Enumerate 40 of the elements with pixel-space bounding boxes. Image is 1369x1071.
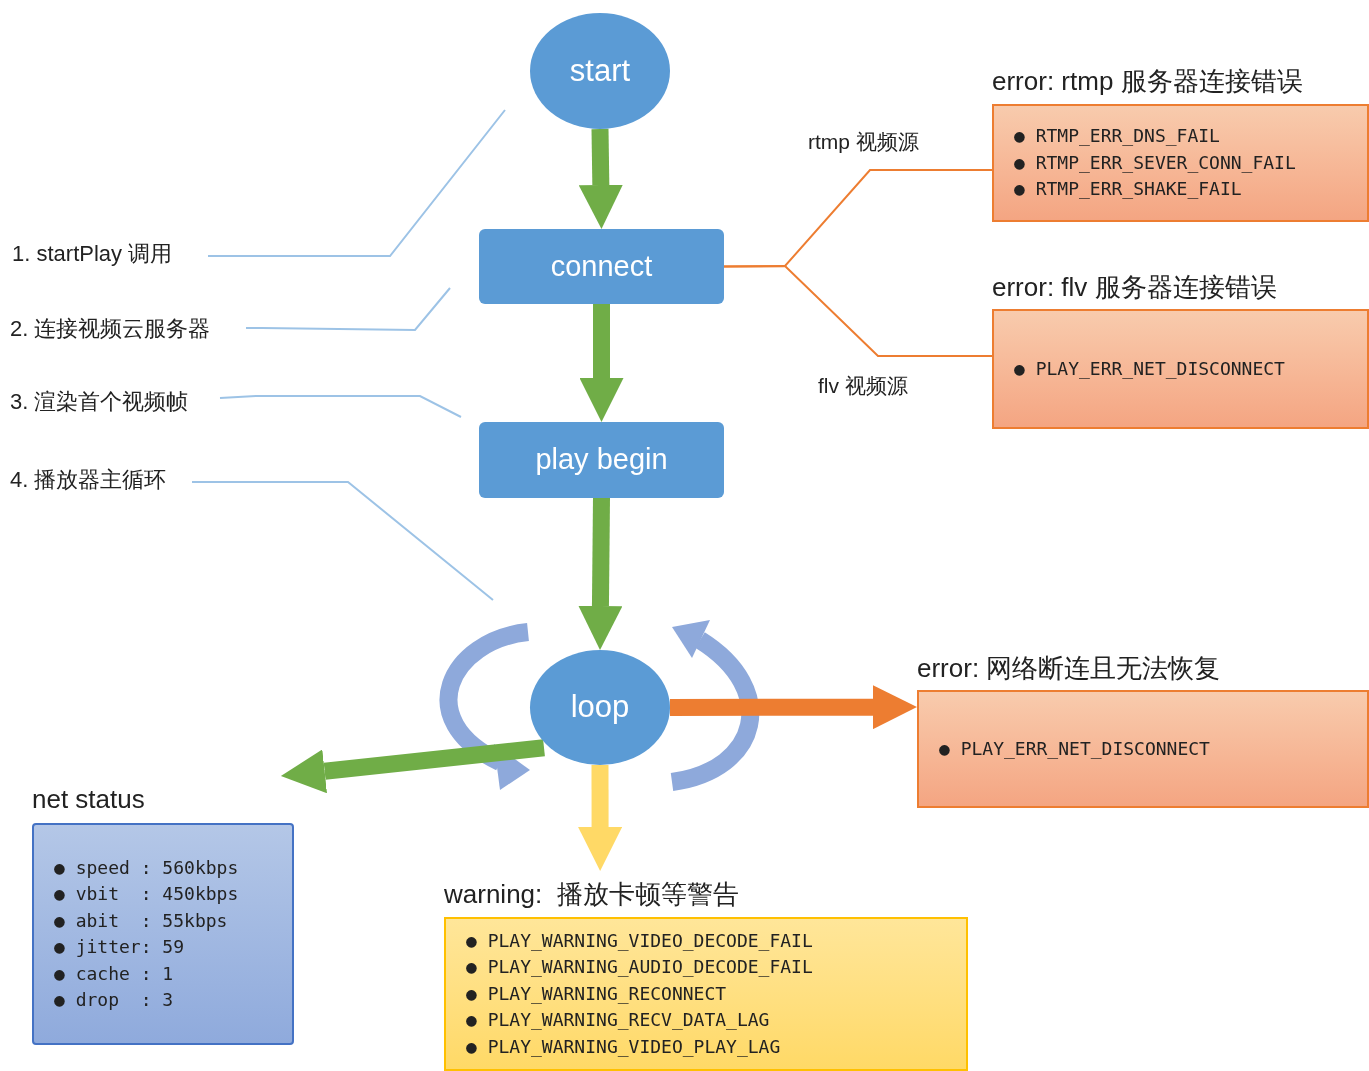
status-line: ● speed : 560kbps [54,855,240,880]
block-arrow [669,685,917,730]
step-label: 3. 渲染首个视频帧 [10,387,189,416]
error-code: ● PLAY_ERR_NET_DISCONNECT [939,736,1211,761]
status-line: ● drop : 3 [54,988,175,1012]
error-heading: error: 网络断连且无法恢复 [917,651,1221,685]
warning-code: ● PLAY_WARNING_VIDEO_DECODE_FAIL [466,928,814,953]
warning-code: ● PLAY_WARNING_AUDIO_DECODE_FAIL [466,955,814,980]
error-code: ● RTMP_ERR_DNS_FAIL [1014,124,1221,149]
block-arrow [578,765,623,871]
step-label: 2. 连接视频云服务器 [10,314,211,343]
status-line: ● cache : 1 [54,961,175,986]
status-heading: net status [32,783,145,816]
status-line: ● vbit : 450kbps [54,882,240,906]
status-line: ● abit : 55kbps [54,908,229,933]
leader-line [245,287,451,331]
process-box: play begin [479,422,724,498]
warning-code: ● PLAY_WARNING_VIDEO_PLAY_LAG [466,1034,782,1059]
block-arrow [579,304,624,422]
error-code: ● PLAY_ERR_NET_DISCONNECT [1014,356,1286,381]
step-label: 1. startPlay 调用 [12,239,173,268]
leader-line [207,109,506,257]
terminal-circle: start [530,13,670,129]
leader-line [191,481,494,601]
warning-heading: warning: 播放卡顿等警告 [444,877,739,911]
block-arrow [578,128,623,229]
warning-code: ● PLAY_WARNING_RECONNECT [466,981,728,1006]
warning-code: ● PLAY_WARNING_RECV_DATA_LAG [466,1008,771,1033]
terminal-circle: loop [530,650,670,765]
error-heading: error: flv 服务器连接错误 [992,271,1277,304]
branch-line [723,265,993,357]
block-arrow [280,739,545,794]
error-code: ● RTMP_ERR_SHAKE_FAIL [1014,177,1243,202]
block-arrow [578,497,623,650]
error-code: ● RTMP_ERR_SEVER_CONN_FAIL [1014,150,1297,175]
leader-line [219,395,462,418]
error-heading: error: rtmp 服务器连接错误 [992,64,1303,98]
step-label: 4. 播放器主循环 [10,465,167,494]
process-box: connect [479,229,724,304]
status-line: ● jitter: 59 [54,935,186,959]
